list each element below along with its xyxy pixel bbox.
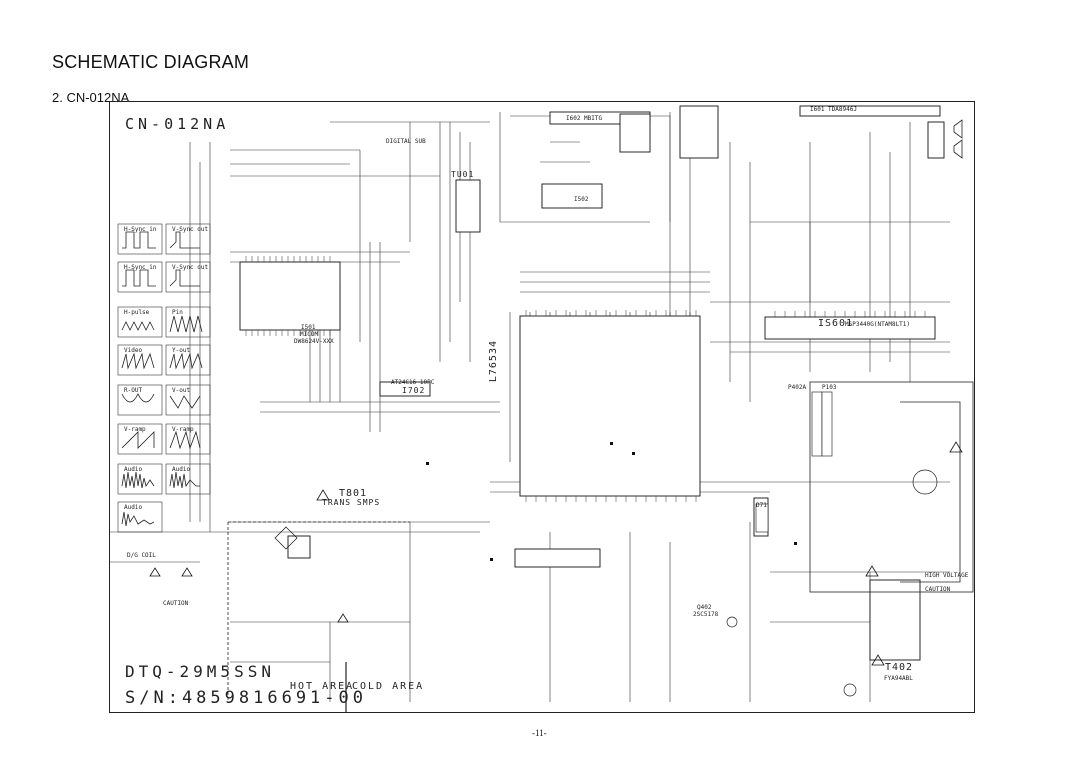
page-number: -11- bbox=[532, 728, 547, 738]
watermark-model: CN-012NA bbox=[125, 115, 230, 133]
label-i601: I601 TDA8946J bbox=[810, 106, 857, 113]
waveform-caption: V-ramp bbox=[124, 426, 146, 433]
label-caution-smps: CAUTION bbox=[163, 600, 189, 607]
label-p402a: P402A bbox=[788, 384, 807, 391]
label-caution-fbt: CAUTION bbox=[925, 586, 951, 593]
waveform-caption: Video bbox=[124, 347, 143, 354]
schematic-drawing bbox=[110, 105, 974, 712]
label-q402-part: 2SC5178 bbox=[693, 611, 719, 618]
label-tu01: TU01 bbox=[451, 170, 475, 179]
schematic-frame bbox=[109, 101, 975, 713]
label-digital-sub: DIGITAL SUB bbox=[386, 138, 426, 145]
label-d71: D71 bbox=[756, 502, 767, 509]
label-q402: Q402 bbox=[697, 604, 712, 611]
watermark-chassis: DTQ-29M5SSN bbox=[125, 662, 275, 681]
label-trans-smps: TRANS SMPS bbox=[322, 498, 381, 507]
label-micom: MICOM bbox=[300, 331, 319, 338]
page-title: SCHEMATIC DIAGRAM bbox=[52, 52, 250, 72]
label-i602: I602 MBITG bbox=[566, 115, 603, 122]
watermark-serial: S/N:4859816691-00 bbox=[125, 688, 367, 708]
waveform-caption: V-out bbox=[172, 387, 191, 394]
label-t801: T801 bbox=[339, 488, 368, 499]
hot-area-label: HOT AREA bbox=[290, 681, 355, 692]
label-deg-coil: D/G COIL bbox=[127, 552, 156, 559]
waveform-caption: H-Sync in bbox=[124, 226, 157, 233]
waveform-caption: Y-out bbox=[172, 347, 191, 354]
waveform-caption: V-ramp bbox=[172, 426, 194, 433]
cold-area-label: COLD AREA bbox=[352, 681, 425, 692]
label-micom-part: DW8624V-XXX bbox=[294, 338, 334, 345]
label-ic-l76534: L76534 bbox=[488, 340, 499, 383]
label-i702-part: AT24C16-10PC bbox=[391, 379, 435, 386]
waveform-caption: Audio bbox=[124, 504, 143, 511]
waveform-caption: H-pulse bbox=[124, 309, 150, 316]
waveform-caption: Audio bbox=[172, 466, 191, 473]
label-t402-part: FYA94ABL bbox=[884, 675, 913, 682]
label-is601-part: MSP3440G(NTAM8LT1) bbox=[845, 321, 911, 328]
waveform-caption: V-Sync out bbox=[172, 226, 209, 233]
label-high-voltage: HIGH VOLTAGE bbox=[925, 572, 969, 579]
waveform-caption: R-OUT bbox=[124, 387, 143, 394]
label-i702: I702 bbox=[402, 386, 426, 395]
label-p103: P103 bbox=[822, 384, 837, 391]
waveform-caption: H-Sync in bbox=[124, 264, 157, 271]
waveform-caption: Audio bbox=[124, 466, 143, 473]
label-t402: T402 bbox=[885, 662, 914, 673]
label-is601: IS601 bbox=[818, 318, 854, 329]
label-i502: I502 bbox=[574, 196, 589, 203]
waveform-caption: V-Sync out bbox=[172, 264, 209, 271]
waveform-caption: Pin bbox=[172, 309, 183, 316]
label-i501: I501 bbox=[301, 324, 316, 331]
